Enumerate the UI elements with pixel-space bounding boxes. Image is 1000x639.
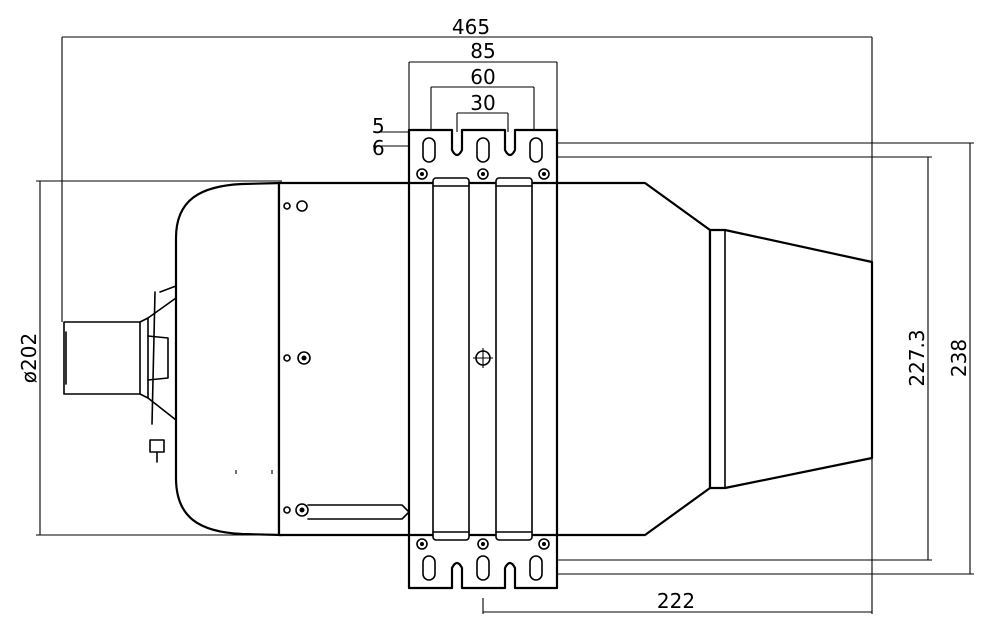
- dimension-60: [430, 86, 535, 132]
- dim-mount-outer: 85: [470, 39, 495, 63]
- exhaust-nozzle: [708, 228, 874, 490]
- starter-motor: [63, 285, 177, 463]
- intake-cowl: [174, 181, 284, 537]
- dimension-85: [408, 61, 558, 132]
- dim-overall-length: 465: [452, 15, 490, 39]
- dim-diameter: ø202: [17, 333, 41, 383]
- dimension-238: [546, 142, 974, 575]
- dim-mount-mid: 60: [470, 65, 495, 89]
- dim-nozzle-offset: 222: [657, 589, 695, 613]
- dim-slot-6: 6: [372, 136, 385, 160]
- body-fittings: [235, 200, 410, 520]
- dimension-30: [456, 112, 509, 132]
- mounting-bracket: [407, 128, 559, 590]
- dim-height-outer: 238: [947, 339, 971, 377]
- dimension-465: [61, 36, 873, 322]
- dim-slot-5: 5: [372, 114, 385, 138]
- dimension-222: [482, 458, 873, 614]
- dimension-227-3: [546, 156, 932, 561]
- dim-mount-inner: 30: [470, 91, 495, 115]
- dim-height-inner: 227.3: [905, 329, 929, 386]
